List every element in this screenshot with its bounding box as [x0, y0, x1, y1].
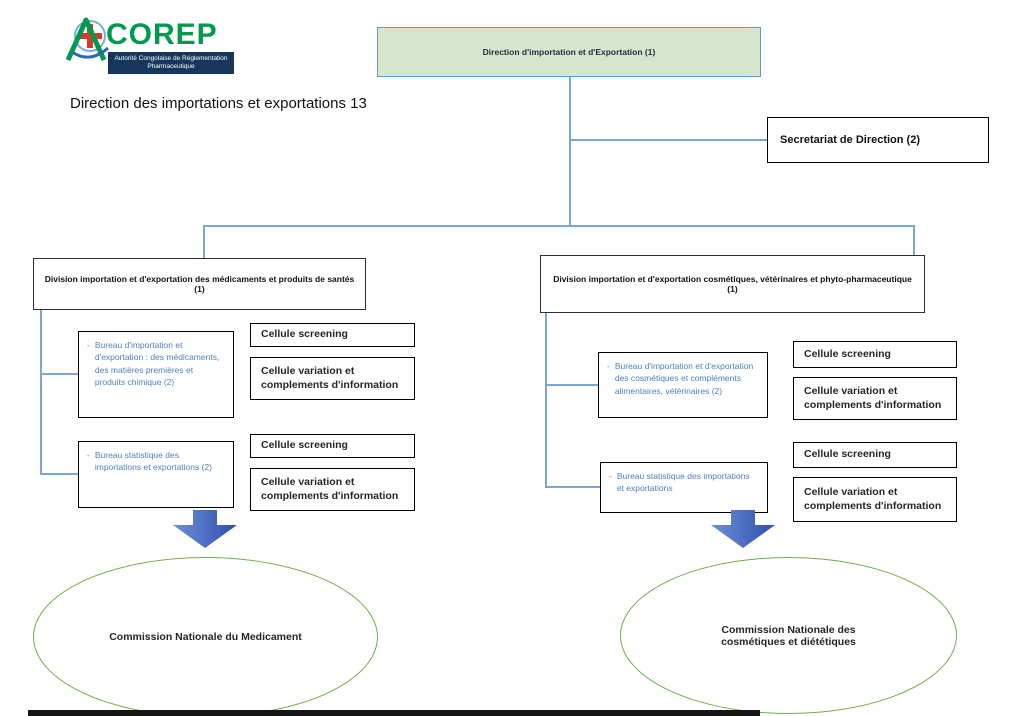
cell-screening-left-1: Cellule screening: [250, 323, 415, 347]
bullet-dash: -: [87, 450, 90, 460]
connector-right-spine: [545, 313, 547, 488]
connector-right-stub-1: [545, 384, 598, 386]
cell-variation-right-1: Cellule variation et complements d'infor…: [793, 377, 957, 420]
bureau-left-2-box: - Bureau statistique des importations et…: [78, 441, 234, 508]
logo-subtitle-line2: Pharmaceutique: [147, 63, 195, 70]
connector-root-vertical: [569, 77, 571, 225]
connector-right-drop: [913, 225, 915, 255]
bottom-edge-bar: [28, 710, 760, 716]
bureau-right-1-box: - Bureau d'importation et d'exportation …: [598, 352, 768, 418]
connector-secretariat-horizontal: [569, 139, 768, 141]
commission-right-ellipse: Commission Nationale des cosmétiques et …: [620, 557, 957, 714]
arrow-down-left-icon: [173, 510, 237, 548]
cell-variation-right-2: Cellule variation et complements d'infor…: [793, 477, 957, 522]
cell-screening-right-1: Cellule screening: [793, 341, 957, 368]
connector-left-spine: [40, 310, 42, 475]
bullet-dash: -: [607, 361, 610, 371]
secretariat-box: Secretariat de Direction (2): [767, 117, 989, 163]
bureau-left-2-label: Bureau statistique des importations et e…: [94, 450, 213, 473]
bureau-left-1-label: Bureau d'importation et d'exportation : …: [94, 340, 220, 387]
page-title: Direction des importations et exportatio…: [70, 95, 367, 112]
bureau-left-1-box: - Bureau d'importation et d'exportation …: [78, 331, 234, 418]
arrow-down-right-icon: [711, 510, 775, 548]
division-right-box: Division importation et d'exportation co…: [540, 255, 925, 313]
connector-branch-horizontal: [203, 225, 915, 227]
cell-variation-left-2: Cellule variation et complements d'infor…: [250, 468, 415, 511]
connector-left-drop: [203, 225, 205, 258]
commission-left-ellipse: Commission Nationale du Medicament: [33, 557, 378, 716]
corep-logo: COREP Autorité Congolaise de Réglementat…: [62, 12, 242, 78]
logo-subtitle-bar: Autorité Congolaise de Réglementation Ph…: [108, 52, 234, 74]
cell-screening-left-2: Cellule screening: [250, 434, 415, 458]
root-direction-box: Direction d'importation et d'Exportation…: [377, 27, 761, 77]
bullet-dash: -: [609, 471, 612, 481]
bureau-right-2-box: - Bureau statistique des importations et…: [600, 462, 768, 513]
connector-left-stub-1: [40, 373, 78, 375]
logo-wordmark: COREP: [106, 18, 218, 51]
commission-left-label: Commission Nationale du Medicament: [109, 631, 302, 643]
commission-right-label: Commission Nationale des cosmétiques et …: [721, 623, 856, 648]
cell-screening-right-2: Cellule screening: [793, 442, 957, 468]
bureau-right-2-label: Bureau statistique des importations et e…: [616, 471, 750, 494]
cell-variation-left-1: Cellule variation et complements d'infor…: [250, 357, 415, 400]
division-left-box: Division importation et d'exportation de…: [33, 258, 366, 310]
logo-subtitle-line1: Autorité Congolaise de Réglementation: [114, 54, 228, 62]
bureau-right-1-label: Bureau d'importation et d'exportation de…: [614, 361, 754, 396]
connector-right-stub-2: [545, 486, 600, 488]
corep-logo-mark-icon: [65, 17, 109, 62]
connector-left-stub-2: [40, 473, 78, 475]
bullet-dash: -: [87, 340, 90, 350]
